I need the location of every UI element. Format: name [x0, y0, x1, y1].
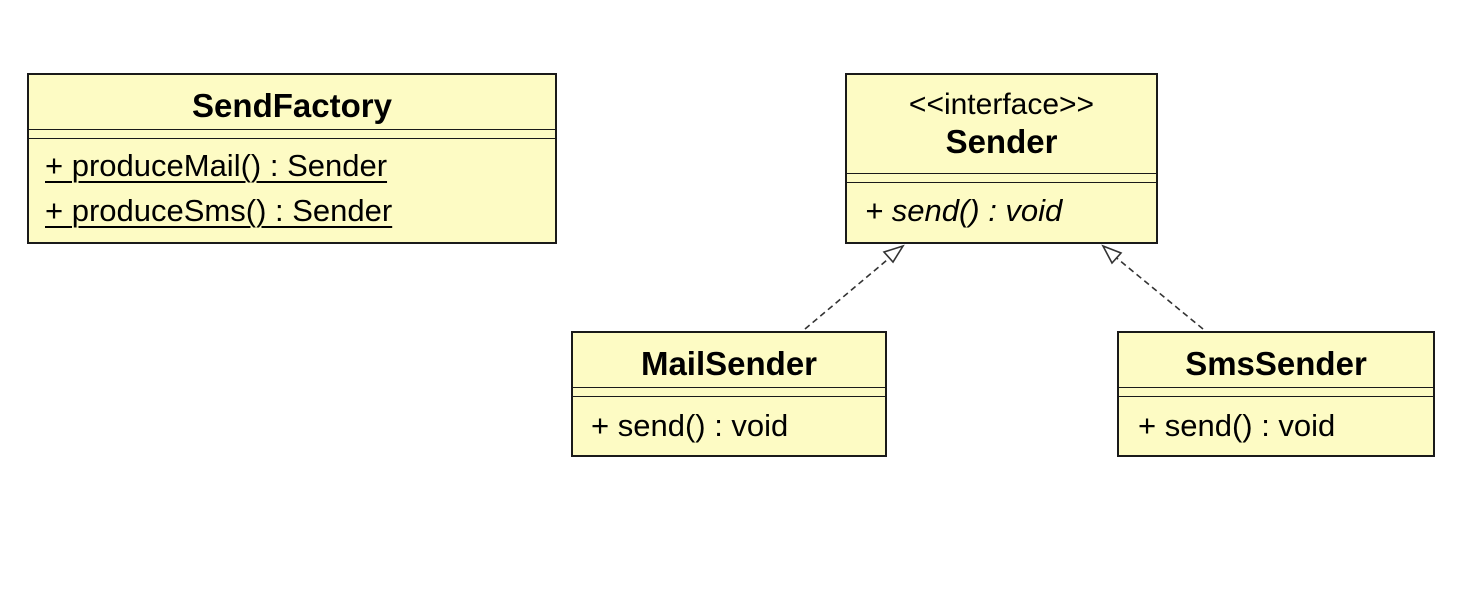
- class-smssender-name: SmsSender: [1185, 345, 1367, 382]
- realization-smssender-to-sender: [1101, 244, 1204, 330]
- class-sendfactory-header: SendFactory: [29, 75, 555, 129]
- operation-producesms: + produceSms() : Sender: [45, 193, 393, 228]
- interface-sender-stereotype: <<interface>>: [908, 88, 1095, 121]
- operation-smssender-send: + send() : void: [1138, 408, 1336, 443]
- class-sendfactory-operations: + produceMail() : Sender + produceSms() …: [29, 139, 555, 233]
- realization-arrowhead-mailsender: [882, 244, 905, 264]
- class-smssender-operations: + send() : void: [1119, 397, 1433, 448]
- operation-sender-send: + send() : void: [865, 193, 1063, 228]
- interface-sender-name: Sender: [945, 123, 1058, 160]
- realization-arrowhead-smssender: [1101, 244, 1123, 265]
- class-sendfactory[interactable]: SendFactory + produceMail() : Sender + p…: [27, 73, 557, 244]
- class-mailsender-operations: + send() : void: [573, 397, 885, 448]
- operation-producemail: + produceMail() : Sender: [45, 148, 388, 183]
- realization-line-smssender: [1112, 254, 1204, 330]
- class-mailsender-header: MailSender: [573, 333, 885, 387]
- class-mailsender-attributes: [573, 387, 885, 397]
- interface-sender-header: <<interface>> Sender: [847, 75, 1156, 173]
- class-mailsender-name: MailSender: [640, 345, 818, 382]
- interface-sender[interactable]: <<interface>> Sender + send() : void: [845, 73, 1158, 244]
- realization-line-mailsender: [804, 254, 894, 330]
- interface-sender-operations: + send() : void: [847, 183, 1156, 233]
- class-mailsender[interactable]: MailSender + send() : void: [571, 331, 887, 457]
- class-sendfactory-attributes: [29, 129, 555, 139]
- class-smssender-header: SmsSender: [1119, 333, 1433, 387]
- realization-mailsender-to-sender: [804, 244, 905, 330]
- operation-mailsender-send: + send() : void: [591, 408, 789, 443]
- interface-sender-attributes: [847, 173, 1156, 183]
- class-sendfactory-name: SendFactory: [192, 87, 392, 124]
- class-smssender[interactable]: SmsSender + send() : void: [1117, 331, 1435, 457]
- class-smssender-attributes: [1119, 387, 1433, 397]
